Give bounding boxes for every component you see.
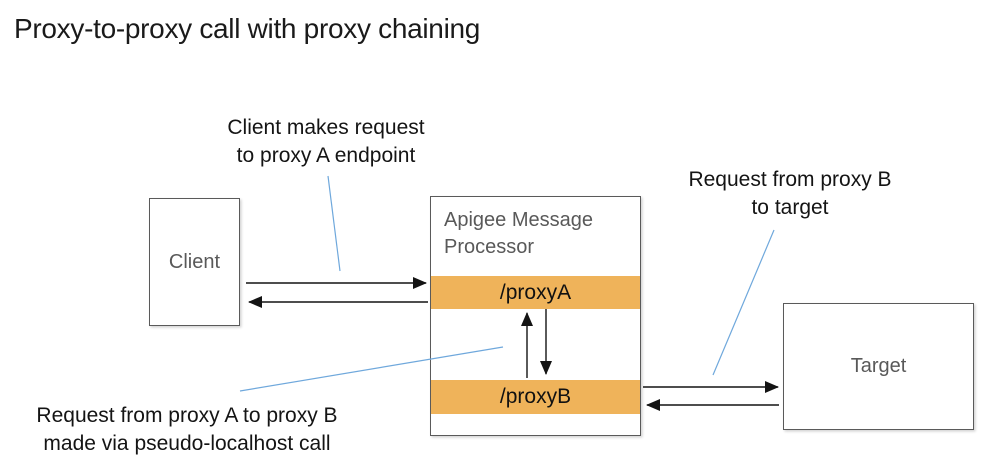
proxy-a-label: /proxyA xyxy=(499,280,572,304)
client-label: Client xyxy=(168,250,221,273)
diagram-title: Proxy-to-proxy call with proxy chaining xyxy=(14,13,481,44)
leader-line-proxy-b-to-target xyxy=(712,229,775,376)
annotation-proxy-b-to-target: Request from proxy B to target xyxy=(688,168,892,219)
annotation-proxy-a-to-proxy-b: Request from proxy A to proxy B made via… xyxy=(36,404,338,455)
proxy-a-endpoint-bar: /proxyA xyxy=(431,276,640,309)
proxy-b-label: /proxyB xyxy=(499,385,572,408)
leader-line-client-request xyxy=(327,175,341,272)
proxy-b-endpoint-bar: /proxyB xyxy=(431,380,640,414)
target-box: Target xyxy=(783,303,974,430)
annotation-client-request: Client makes request to proxy A endpoint xyxy=(227,116,425,167)
message-processor-box: Apigee Message Processor /proxyA /proxyB xyxy=(430,196,641,436)
message-processor-label: Apigee Message Processor xyxy=(444,209,593,258)
client-box: Client xyxy=(149,198,240,326)
target-label: Target xyxy=(850,355,907,377)
